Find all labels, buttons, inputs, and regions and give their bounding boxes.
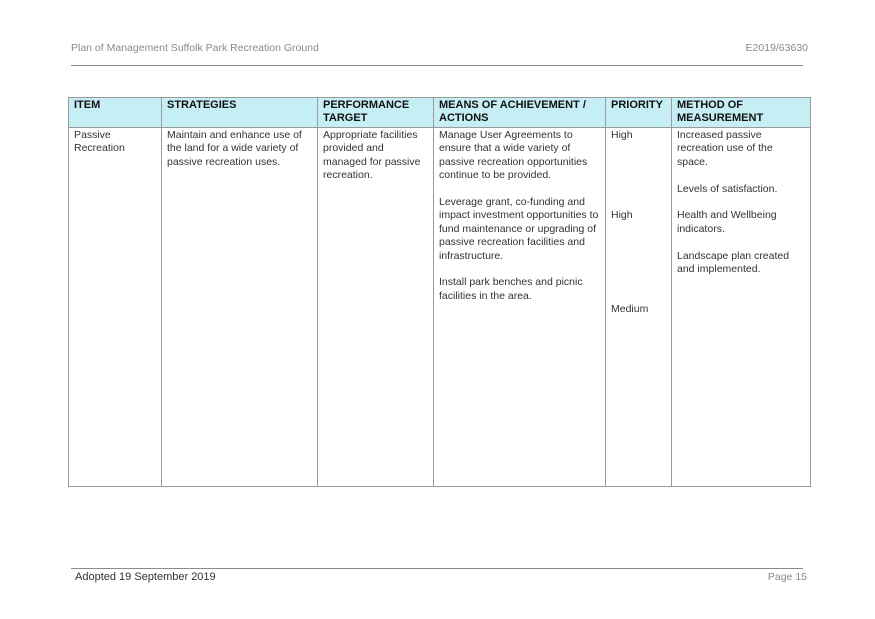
action-item: Manage User Agreements to ensure that a … [439, 129, 588, 182]
header-title: Plan of Management Suffolk Park Recreati… [71, 42, 319, 54]
column-header-performance-target: PERFORMANCE TARGET [317, 97, 434, 128]
cell-item: Passive Recreation [68, 127, 162, 487]
table-row: Passive Recreation Maintain and enhance … [68, 127, 811, 487]
adoption-date: Adopted 19 September 2019 [75, 571, 216, 583]
column-header-priority: PRIORITY [605, 97, 672, 128]
page-number: Page 15 [767, 571, 807, 583]
measurement-item: Levels of satisfaction. [677, 182, 778, 195]
header-divider [71, 65, 803, 66]
cell-measurement: Increased passive recreation use of the … [671, 127, 811, 487]
priority-value: Medium [611, 303, 649, 316]
measurement-item: Landscape plan created and implemented. [677, 249, 790, 276]
priority-value: High [611, 129, 633, 141]
column-header-strategies: STRATEGIES [161, 97, 318, 128]
cell-actions: Manage User Agreements to ensure that a … [433, 127, 606, 487]
column-header-item: ITEM [68, 97, 162, 128]
measurement-item: Health and Wellbeing indicators. [677, 209, 777, 235]
column-header-method-of-measurement: METHOD OF MEASUREMENT [671, 97, 811, 128]
footer-divider [71, 568, 803, 569]
cell-strategy: Maintain and enhance use of the land for… [161, 127, 318, 487]
column-header-means-of-achievement: MEANS OF ACHIEVEMENT / ACTIONS [433, 97, 606, 128]
cell-priority: High High Medium [605, 127, 672, 487]
table-header-row: ITEM STRATEGIES PERFORMANCE TARGET MEANS… [68, 97, 811, 128]
measurement-item: Increased passive recreation use of the … [677, 129, 773, 168]
action-item: Leverage grant, co-funding and impact in… [439, 196, 599, 262]
document-reference: E2019/63630 [745, 42, 808, 54]
management-table: ITEM STRATEGIES PERFORMANCE TARGET MEANS… [68, 97, 811, 487]
action-item: Install park benches and picnic faciliti… [439, 276, 583, 302]
priority-value: High [611, 209, 633, 222]
cell-target: Appropriate facilities provided and mana… [317, 127, 434, 487]
